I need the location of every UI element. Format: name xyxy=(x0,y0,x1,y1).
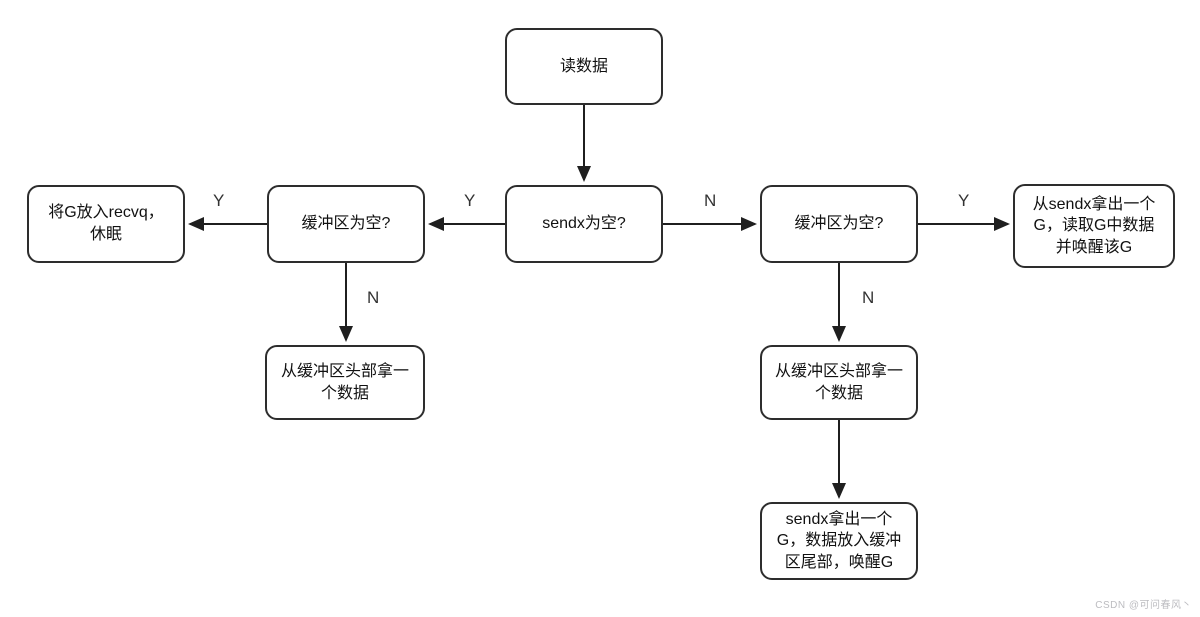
node-buffer-empty-right: 缓冲区为空? xyxy=(760,185,918,263)
node-read-data: 读数据 xyxy=(505,28,663,105)
edge-label-no-to-take-head-left: N xyxy=(367,288,380,307)
node-put-g-into-recvq-sleep: 将G放入recvq， 休眠 xyxy=(27,185,185,263)
csdn-watermark: CSDN @可问春风丶 xyxy=(1095,600,1192,611)
edge-label-yes-to-buffer-empty-left: Y xyxy=(464,191,476,210)
edge-label-yes-to-take-from-sendx: Y xyxy=(958,191,970,210)
node-take-from-buffer-head-left: 从缓冲区头部拿一 个数据 xyxy=(265,345,425,420)
node-take-from-buffer-head-right: 从缓冲区头部拿一 个数据 xyxy=(760,345,918,420)
edge-label-no-to-take-head-right: N xyxy=(862,288,875,307)
node-take-g-from-sendx-read-wake: 从sendx拿出一个 G，读取G中数据 并唤醒该G xyxy=(1013,184,1175,268)
edge-label-yes-to-recvq: Y xyxy=(213,191,225,210)
edge-label-no-to-buffer-empty-right: N xyxy=(704,191,717,210)
node-buffer-empty-left: 缓冲区为空? xyxy=(267,185,425,263)
node-sendx-put-buffer-tail-wake: sendx拿出一个 G，数据放入缓冲 区尾部，唤醒G xyxy=(760,502,918,580)
node-sendx-empty: sendx为空? xyxy=(505,185,663,263)
